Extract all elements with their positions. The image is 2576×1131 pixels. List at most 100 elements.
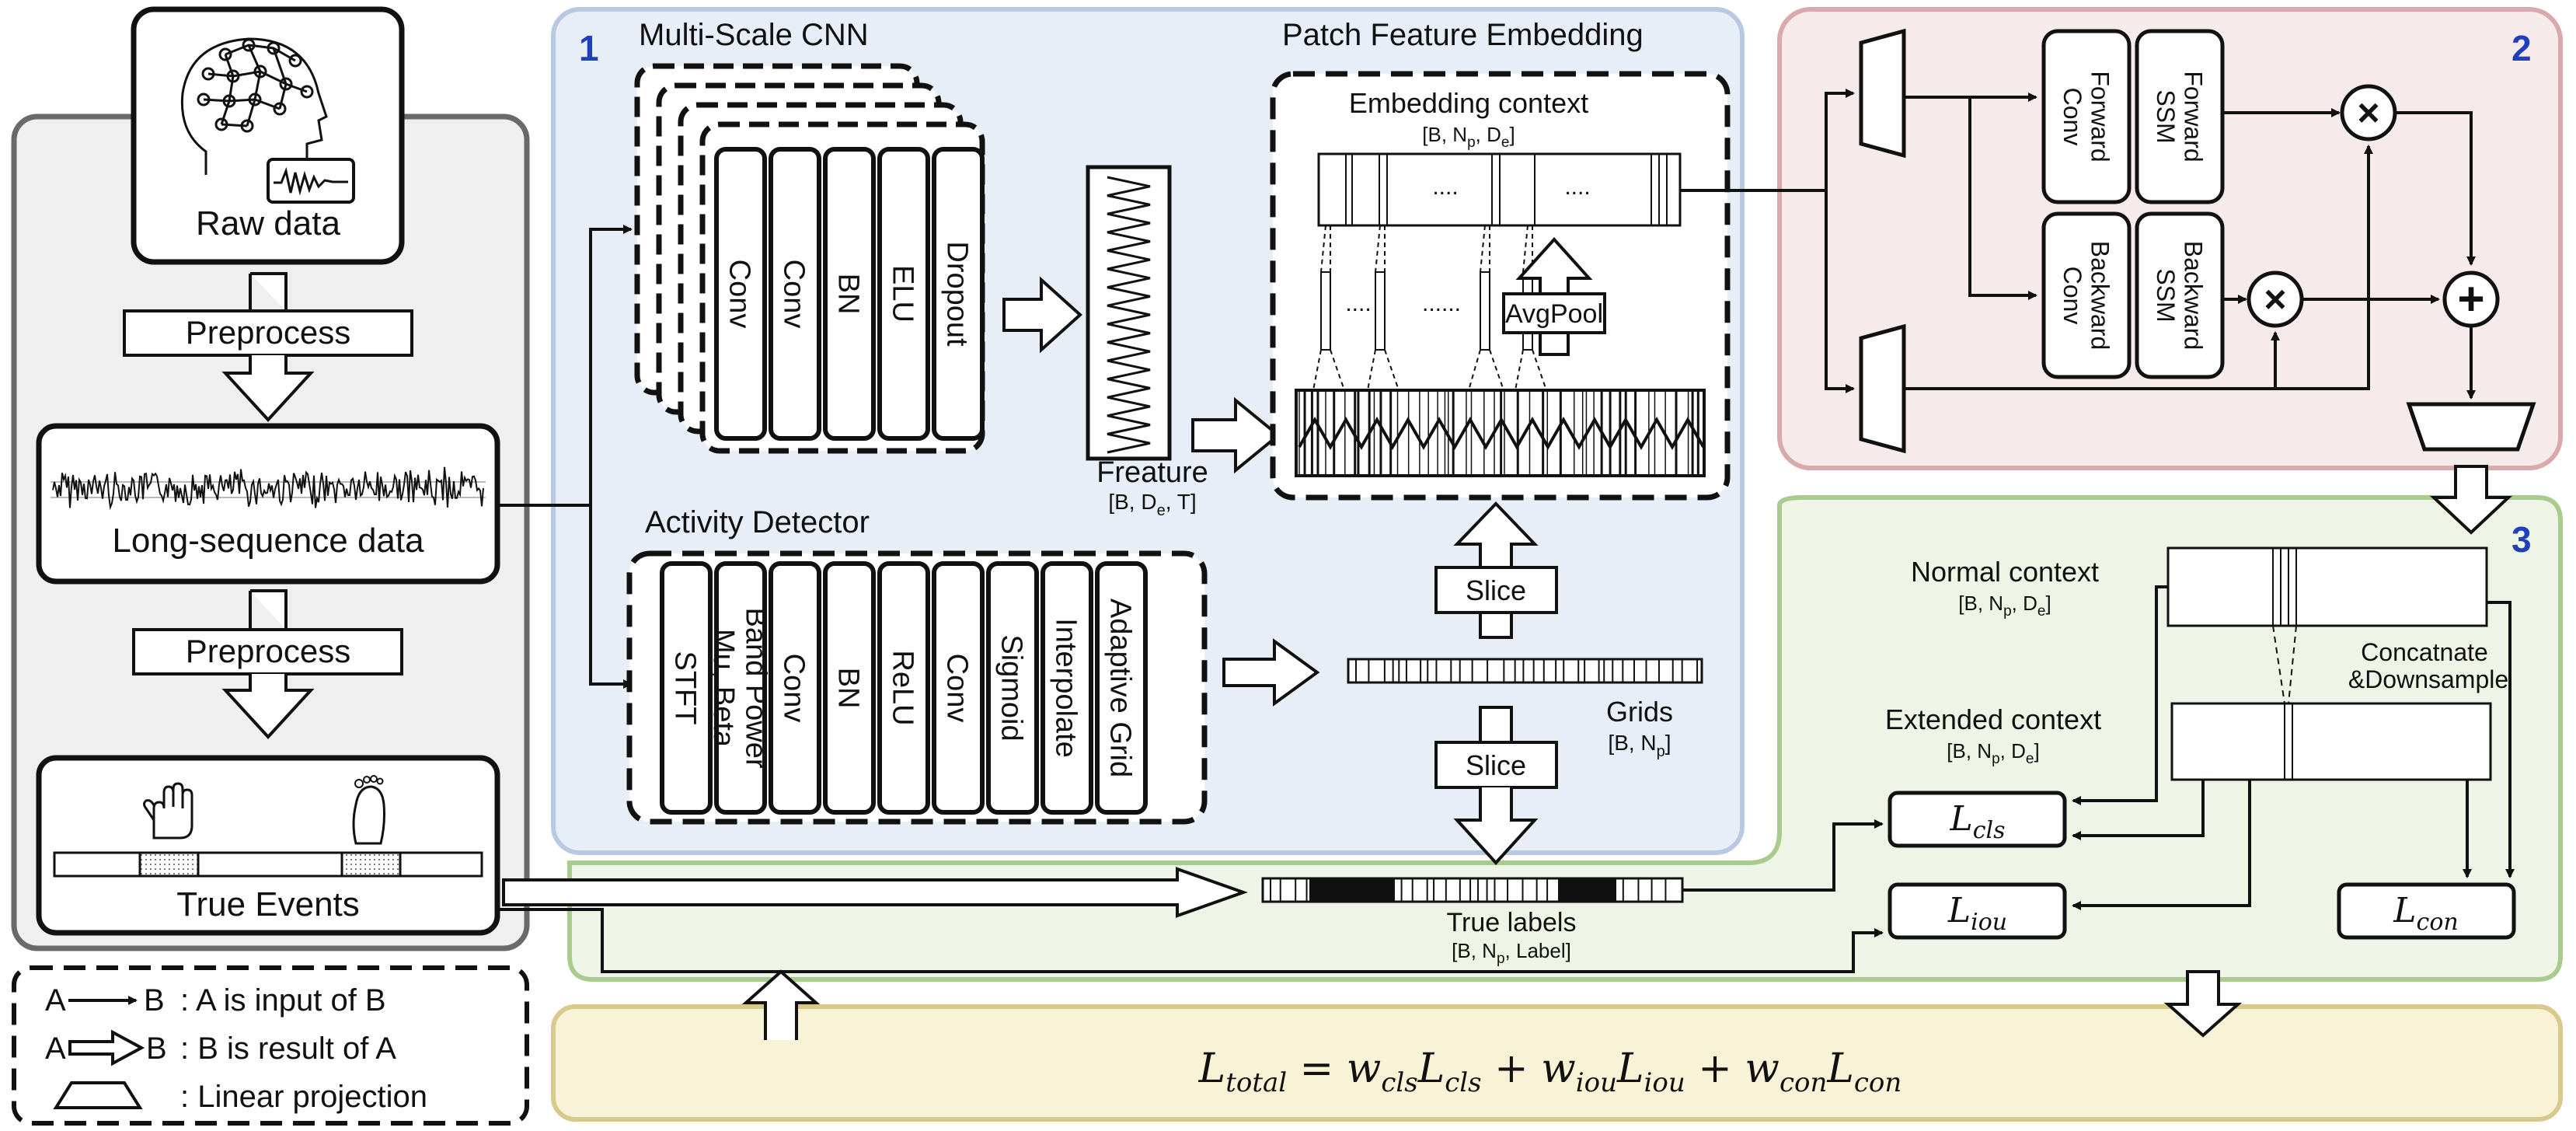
activity-layer-conv xyxy=(932,561,985,815)
slice-top-stem xyxy=(1479,611,1513,639)
extended-context-dividers xyxy=(2284,703,2293,780)
embedding-context-shape: [B, Np, De] xyxy=(1422,123,1515,151)
extended-context-shape: [B, Np, De] xyxy=(1947,739,2039,767)
event-timeline xyxy=(53,851,483,878)
event-foot-segment xyxy=(340,851,402,878)
cnn-layer-label: Dropout xyxy=(941,241,974,347)
arrow-extended-to-cls xyxy=(2072,780,2205,840)
feature-shape: [B, De, T] xyxy=(1108,490,1196,519)
total-loss-equation: Ltotal = wclsLcls + wiouLiou + wconLcon xyxy=(1198,1045,1902,1098)
add-node xyxy=(2442,271,2500,328)
activity-layer-bn xyxy=(823,561,876,815)
cnn-layer-dropout xyxy=(932,147,985,441)
backward-conv-label: BackwardConv xyxy=(2058,241,2114,351)
eeg-signal-wave xyxy=(274,166,348,196)
linear-projection-top xyxy=(1859,28,1906,159)
grids-shape: [B, Np] xyxy=(1608,731,1671,760)
arrow-normal-to-con xyxy=(2487,601,2515,878)
arrow-mulf-to-add xyxy=(2395,111,2476,266)
panel-1-number: 1 xyxy=(579,28,599,68)
backward-ssm-box xyxy=(2135,211,2225,379)
arrow-labels-to-cls xyxy=(1682,819,1884,892)
hollow-arrow-cnn-feature xyxy=(1002,276,1082,354)
preprocess-1-hollow-arrow xyxy=(221,272,315,422)
embedding-dots-1: .... xyxy=(1432,174,1458,200)
embedding-context-dividers xyxy=(1345,154,1668,225)
avgpool-label: AvgPool xyxy=(1505,299,1603,329)
slice-bottom-arrow xyxy=(1453,787,1539,865)
grids-bar-lines xyxy=(1355,659,1699,682)
panel-3-number: 3 xyxy=(2512,519,2532,560)
slice-bottom-label: Slice xyxy=(1466,749,1526,781)
cnn-layer-label: Conv xyxy=(778,260,810,329)
event-hand-segment xyxy=(138,851,200,878)
hollow-arrow-down-total xyxy=(2163,970,2243,1038)
activity-layer-conv xyxy=(769,561,821,815)
forward-conv-label: ForwardConv xyxy=(2058,71,2114,162)
legend-box xyxy=(12,965,529,1126)
arrow-normal-to-cls xyxy=(2072,585,2168,805)
feature-signal xyxy=(1107,176,1151,454)
extended-context-bar xyxy=(2170,702,2492,781)
cnn-layer-label: ELU xyxy=(887,265,919,323)
hollow-arrow-panel2-to-panel3 xyxy=(2429,465,2513,535)
loss-iou-label: Liou xyxy=(1947,891,2007,936)
cnn-layer-conv xyxy=(714,147,767,441)
legend-trapezoid-icon xyxy=(53,1081,143,1109)
patch-dots-1: .... xyxy=(1345,291,1371,316)
patch-feature-wave xyxy=(1298,416,1705,451)
hollow-arrow-up-total xyxy=(741,969,821,1040)
cnn-layer-label: Conv xyxy=(723,260,756,329)
true-labels-label: True labels xyxy=(1447,908,1577,937)
activity-layer-label: Conv xyxy=(778,654,810,723)
activity-layer-sigmoid xyxy=(986,561,1039,815)
true-labels-event-1 xyxy=(1309,878,1395,902)
activity-layer-label: BN xyxy=(832,668,865,709)
embedding-dots-2: .... xyxy=(1564,174,1590,200)
cnn-layer-label: BN xyxy=(832,274,865,315)
legend-a-1: A xyxy=(45,983,66,1018)
cnn-layer-bn xyxy=(823,147,876,441)
preprocess-2-hollow-arrow xyxy=(221,589,315,739)
preprocess-2-box xyxy=(132,628,403,675)
add-sign: + xyxy=(2457,273,2484,325)
activity-layer-label: Sigmoid xyxy=(995,634,1028,741)
activity-layer-label: Interpolate xyxy=(1050,618,1082,758)
multiply-backward-sign: × xyxy=(2264,278,2286,321)
backward-ssm-label: BackwardSSM xyxy=(2152,241,2207,351)
activity-detector-title: Activity Detector xyxy=(645,505,870,539)
forward-ssm-box xyxy=(2135,29,2225,204)
foot-toes xyxy=(354,775,384,788)
avgpool-box xyxy=(1502,292,1606,334)
raw-data-label: Raw data xyxy=(196,204,340,243)
arrow-longseq-split xyxy=(497,225,633,507)
true-labels-event-2 xyxy=(1558,878,1616,902)
hollow-arrow-activity-grids xyxy=(1222,638,1320,707)
activity-layer-label: Conv xyxy=(941,654,974,723)
legend-input-desc: : A is input of B xyxy=(180,983,386,1018)
arrow-proj-to-backward-conv xyxy=(1968,97,2037,300)
arrow-bottomproj-to-muls xyxy=(1904,145,2373,390)
activity-layer-label: Adaptive Grid xyxy=(1104,599,1137,777)
extended-context-label: Extended context xyxy=(1885,703,2101,735)
multiscale-cnn-title: Multi-Scale CNN xyxy=(639,18,869,52)
linear-projection-bottom xyxy=(1859,323,1906,454)
patch-columns xyxy=(1312,225,1547,391)
arrow-embedding-to-panel2 xyxy=(1680,89,1855,192)
legend-b-2: B xyxy=(146,1032,167,1066)
arrow-events-to-iou xyxy=(497,908,1884,973)
slice-bottom-box xyxy=(1434,741,1558,789)
head-eeg-icon xyxy=(180,37,328,175)
downsample-dashes xyxy=(2272,625,2297,704)
loss-iou-box xyxy=(1888,882,2067,940)
cnn-layer-elu xyxy=(877,147,930,441)
legend-a-2: A xyxy=(45,1032,66,1066)
panel-3-loss xyxy=(567,495,2563,982)
activity-layer-label: Band PowerMu, Beta xyxy=(707,607,772,768)
normal-context-dividers xyxy=(2272,548,2297,626)
activity-layer-stft xyxy=(660,561,713,815)
cnn-layer-conv xyxy=(769,147,821,441)
linear-projection-out xyxy=(2406,402,2536,452)
patch-embedding-title: Patch Feature Embedding xyxy=(1282,18,1644,52)
slice-bottom-stem xyxy=(1479,706,1513,744)
